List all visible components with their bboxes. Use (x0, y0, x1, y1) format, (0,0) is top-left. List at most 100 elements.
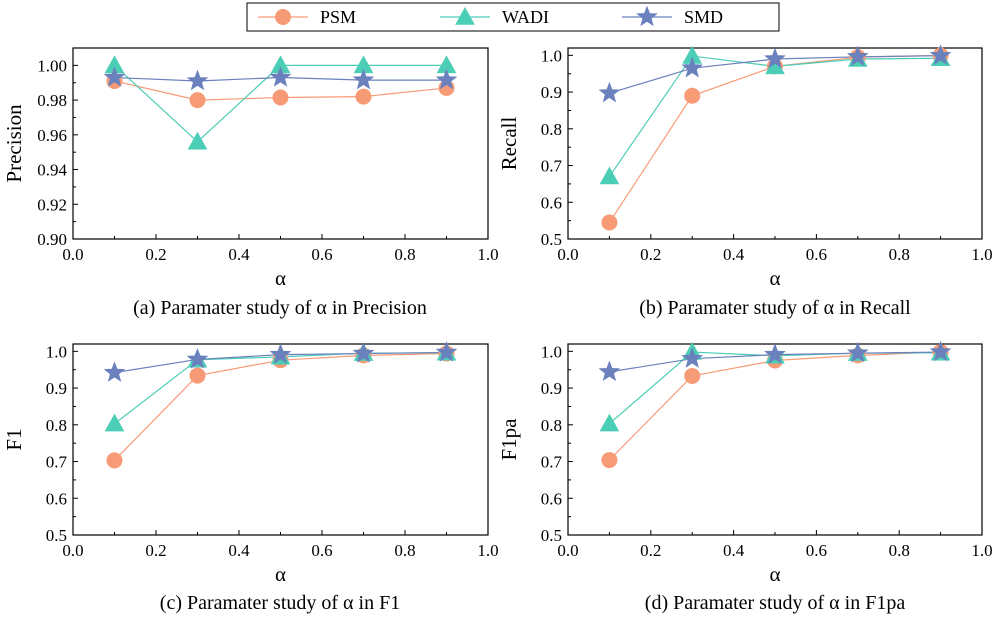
y-tick-label: 0.7 (46, 453, 68, 472)
x-tick-label: 0.6 (806, 541, 827, 560)
series-line-psm (608, 54, 941, 223)
x-tick-label: 0.8 (394, 245, 415, 264)
legend-box (246, 2, 780, 32)
x-tick-label: 0.4 (228, 245, 250, 264)
data-point-smd (186, 69, 209, 91)
data-point-psm (601, 214, 618, 231)
x-tick-label: 1.0 (477, 541, 498, 560)
x-tick-label: 1.0 (971, 245, 992, 264)
panel-caption: (d) Paramater study of α in F1pa (645, 592, 906, 614)
y-axis-label: Recall (497, 117, 521, 171)
data-point-wadi (599, 413, 620, 432)
y-axis-label: Precision (2, 104, 26, 183)
x-tick-label: 0.2 (145, 541, 166, 560)
x-axis-label: α (275, 266, 286, 290)
y-tick-label: 0.8 (46, 416, 67, 435)
x-tick-label: 0.4 (228, 541, 250, 560)
x-axis-label: α (769, 562, 780, 586)
data-point-smd (598, 81, 621, 103)
y-axis-label: F1pa (497, 418, 521, 461)
data-point-wadi (104, 413, 125, 432)
data-point-smd (846, 45, 869, 67)
panel-caption: (a) Paramater study of α in Precision (133, 297, 427, 319)
y-axis-label: F1 (2, 428, 26, 450)
data-point-smd (352, 342, 375, 363)
data-point-smd (929, 44, 952, 65)
x-tick-label: 0.0 (62, 245, 83, 264)
x-tick-label: 0.8 (394, 541, 415, 560)
data-point-psm (355, 88, 372, 105)
x-tick-label: 0.8 (889, 541, 910, 560)
legend-marker-psm (275, 9, 291, 25)
x-tick-label: 0.0 (557, 541, 578, 560)
data-point-psm (684, 87, 701, 104)
plot-area-frame (567, 47, 983, 240)
data-point-smd (681, 56, 704, 78)
data-point-psm (189, 92, 206, 109)
y-tick-label: 0.8 (541, 416, 562, 435)
data-point-smd (598, 360, 621, 382)
data-point-smd (435, 341, 458, 362)
y-tick-label: 1.0 (46, 342, 67, 361)
y-tick-label: 0.96 (37, 126, 67, 145)
data-point-psm (189, 367, 206, 384)
legend-label-psm: PSM (320, 7, 356, 27)
y-tick-label: 0.6 (46, 489, 67, 508)
x-tick-label: 0.4 (723, 245, 745, 264)
x-axis-label: α (769, 266, 780, 290)
data-point-psm (684, 367, 701, 384)
data-point-smd (269, 66, 292, 87)
data-point-smd (269, 343, 292, 364)
x-tick-label: 0.0 (62, 541, 83, 560)
panel-caption: (b) Paramater study of α in Recall (639, 297, 911, 319)
data-point-smd (681, 347, 704, 368)
x-tick-label: 0.6 (806, 245, 827, 264)
legend-marker-wadi (455, 6, 475, 25)
y-tick-label: 0.5 (541, 230, 562, 249)
data-point-smd (352, 68, 375, 90)
data-point-psm (272, 89, 289, 106)
y-tick-label: 0.94 (37, 161, 67, 180)
x-tick-label: 0.0 (557, 245, 578, 264)
y-tick-label: 0.98 (37, 91, 67, 110)
data-point-smd (846, 341, 869, 363)
data-point-smd (103, 66, 126, 87)
y-tick-label: 0.6 (541, 193, 562, 212)
y-tick-label: 0.5 (541, 526, 562, 545)
y-tick-label: 1.0 (541, 342, 562, 361)
x-tick-label: 0.8 (889, 245, 910, 264)
legend: PSM WADI SMD (246, 2, 780, 32)
x-tick-label: 0.6 (311, 245, 332, 264)
x-tick-label: 0.4 (723, 541, 745, 560)
y-tick-label: 0.6 (541, 489, 562, 508)
data-point-wadi (187, 131, 208, 150)
data-point-smd (929, 340, 952, 362)
legend-label-smd: SMD (684, 7, 723, 27)
series-line-psm (114, 352, 447, 461)
y-tick-label: 0.7 (541, 453, 563, 472)
legend-marker-smd (636, 5, 658, 27)
data-point-psm (601, 452, 618, 469)
y-tick-label: 0.7 (541, 157, 563, 176)
x-tick-label: 0.2 (145, 245, 166, 264)
legend-label-wadi: WADI (502, 7, 549, 27)
data-point-smd (103, 361, 126, 382)
data-point-smd (764, 343, 786, 364)
y-tick-label: 0.8 (541, 120, 562, 139)
x-axis-label: α (275, 562, 286, 586)
data-point-psm (106, 452, 123, 469)
data-point-smd (435, 68, 458, 90)
data-point-wadi (599, 166, 620, 185)
y-tick-label: 0.9 (46, 379, 67, 398)
x-tick-label: 1.0 (477, 245, 498, 264)
panel-caption: (c) Paramater study of α in F1 (160, 592, 400, 614)
y-tick-label: 0.92 (37, 195, 67, 214)
data-point-smd (186, 348, 209, 369)
data-point-smd (764, 47, 786, 69)
y-tick-label: 1.00 (37, 56, 67, 75)
